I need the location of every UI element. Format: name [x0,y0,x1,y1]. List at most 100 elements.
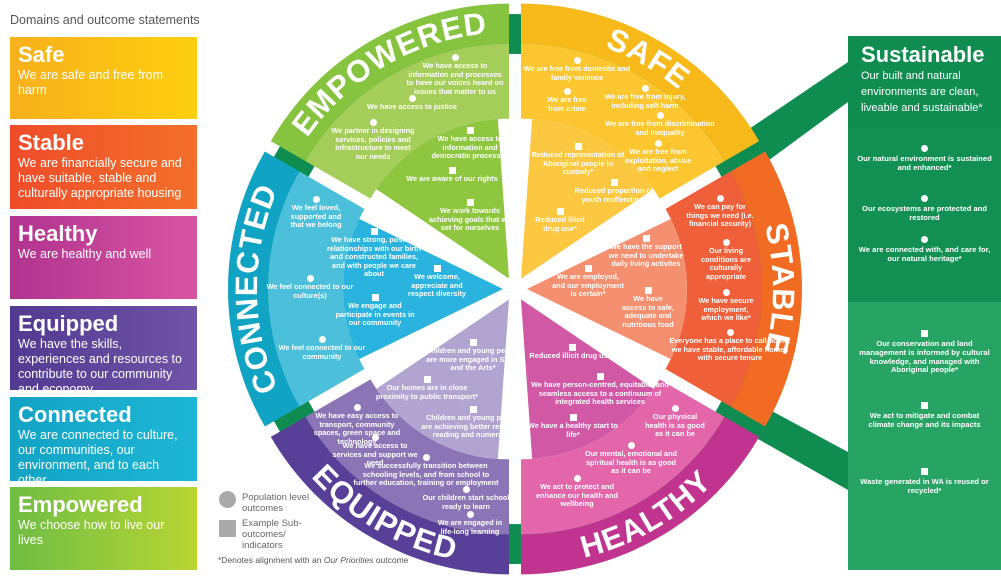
circle-marker-icon [573,56,581,64]
square-marker-icon [921,402,928,409]
circle-marker-icon [716,194,724,202]
footnote: *Denotes alignment with an Our Prioritie… [218,555,408,565]
circle-marker-icon [722,238,730,246]
safe-outcome: We are free from crime [547,95,587,113]
legend-circle-icon [219,491,236,508]
healthy-indicator: Reduced illicit drug use* [529,351,615,360]
stable-indicator: We have the support we need to undertake… [608,242,684,269]
circle-marker-icon [306,274,314,282]
sector-outcome-band-stable [665,171,762,407]
circle-marker-icon [654,139,662,147]
sector-outcome-band-empowered [305,43,509,199]
domain-card-equipped: Equipped We have the skills, experiences… [10,306,197,396]
legend-circle-label: Population level outcomes [242,492,310,514]
equipped-indicator: Children and young people are more engag… [425,346,521,373]
sector-outer-band-safe [521,3,760,162]
square-marker-icon [574,142,582,150]
equipped-outcome: We have easy access to transport, commun… [313,411,401,446]
empowered-outcome: We partner in designing services, polici… [331,126,415,161]
sustainable-indicators: Our conservation and land management is … [848,302,1001,570]
square-marker-icon [644,286,652,294]
connected-outcome: We feel connected to our culture(s) [266,282,354,300]
stable-indicator: We are employed, and our employment is c… [552,272,624,299]
domain-title: Empowered [18,492,143,517]
safe-outcome: We are free from discrimination and ineq… [605,119,715,137]
sector-outcome-band-equipped [305,379,509,535]
circle-marker-icon [353,403,361,411]
square-marker-icon [921,468,928,475]
equipped-indicator: Our homes are in close proximity to publ… [375,383,479,401]
domain-statement: We are healthy and well [18,247,152,261]
sustainable-outcomes: Our natural environment is sustained and… [848,128,1001,302]
sector-indicator-wedge-connected [343,218,503,360]
connected-outcome: We feel loved, supported and that we bel… [290,203,342,230]
square-marker-icon [569,413,577,421]
domain-statement: We are connected to culture, our communi… [18,428,178,487]
square-marker-icon [596,372,604,380]
page-title: Domains and outcome statements [10,13,200,27]
domain-card-stable: Stable We are financially secure and hav… [10,125,197,209]
square-marker-icon [370,227,378,235]
outcome-text: Our natural environment is sustained and… [857,154,992,172]
equipped-outcome: We have access to services and support w… [332,441,418,468]
safe-outcome: We are free from exploitation, abuse and… [624,147,692,174]
circle-marker-icon [573,474,581,482]
safe-indicator: Reduced illicit drug use* [535,215,585,233]
sustainable-statement: Our built and natural environments are c… [861,70,983,114]
square-marker-icon [466,126,474,134]
indicator-text: Our conservation and land management is … [859,339,990,375]
sector-indicator-wedge-empowered [376,118,509,279]
domain-card-healthy: Healthy We are healthy and well [10,216,197,299]
sector-outcome-band-safe [521,43,725,199]
domain-card-connected: Connected We are connected to culture, o… [10,397,197,487]
square-marker-icon [466,198,474,206]
square-marker-icon [423,375,431,383]
sector-outer-band-healthy [521,416,760,575]
circle-marker-icon [466,510,474,518]
sector-outcome-band-healthy [521,379,725,535]
sustainable-header: Sustainable Our built and natural enviro… [848,36,1001,128]
square-marker-icon [433,264,441,272]
circle-marker-icon [371,433,379,441]
stable-outcome: We have secure employment, which we like… [698,296,754,323]
legend-square-label: Example Sub-outcomes/ indicators [242,518,302,551]
empowered-outcome: We have access to information and proces… [406,61,504,96]
domain-card-empowered: Empowered We choose how to live our live… [10,487,197,570]
domain-title: Connected [18,402,132,427]
sector-outer-band-empowered [270,3,509,162]
circle-marker-icon [312,195,320,203]
domain-title: Healthy [18,221,98,246]
circle-marker-icon [656,111,664,119]
safe-outcome: We are free from domestic and family vio… [523,64,631,82]
connected-outcome: We feel connected to our community [278,343,366,361]
circle-marker-icon [671,404,679,412]
square-marker-icon [469,405,477,413]
empowered-indicator: We are aware of our rights [406,174,498,183]
sustainable-outcome: Our ecosystems are protected and restore… [856,195,993,223]
stable-outcome: Our living conditions are culturally app… [701,246,751,281]
footnote-suffix: outcome [373,555,409,565]
healthy-outcome: Our physical health is as good as it can… [645,412,705,439]
circle-marker-icon [726,328,734,336]
healthy-indicator: We have a healthy start to life* [528,421,618,439]
circle-marker-icon [722,288,730,296]
sustainable-indicator: Waste generated in WA is reused or recyc… [856,468,993,496]
domain-title: Stable [18,130,85,155]
sector-outer-band-connected [227,151,300,427]
circle-marker-icon [627,441,635,449]
equipped-indicator: Children and young people are achieving … [421,413,525,440]
circle-marker-icon [408,94,416,102]
connected-indicator: We welcome, appreciate and respect diver… [407,272,466,299]
sector-outcome-band-connected [268,171,365,407]
circle-marker-icon [451,53,459,61]
domain-title: Safe [18,42,65,67]
square-marker-icon [371,293,379,301]
footnote-italic: Our Priorities [323,555,374,565]
stable-outcome: Everyone has a place to call home: we ha… [669,336,791,363]
domain-statement: We are financially secure and have suita… [18,156,182,200]
sector-indicator-wedge-stable [527,218,688,360]
circle-marker-icon [422,453,430,461]
empowered-indicator: We work towards achieving goals that we … [429,206,511,233]
sustainable-outcome: We are connected with, and care for, our… [856,236,993,264]
